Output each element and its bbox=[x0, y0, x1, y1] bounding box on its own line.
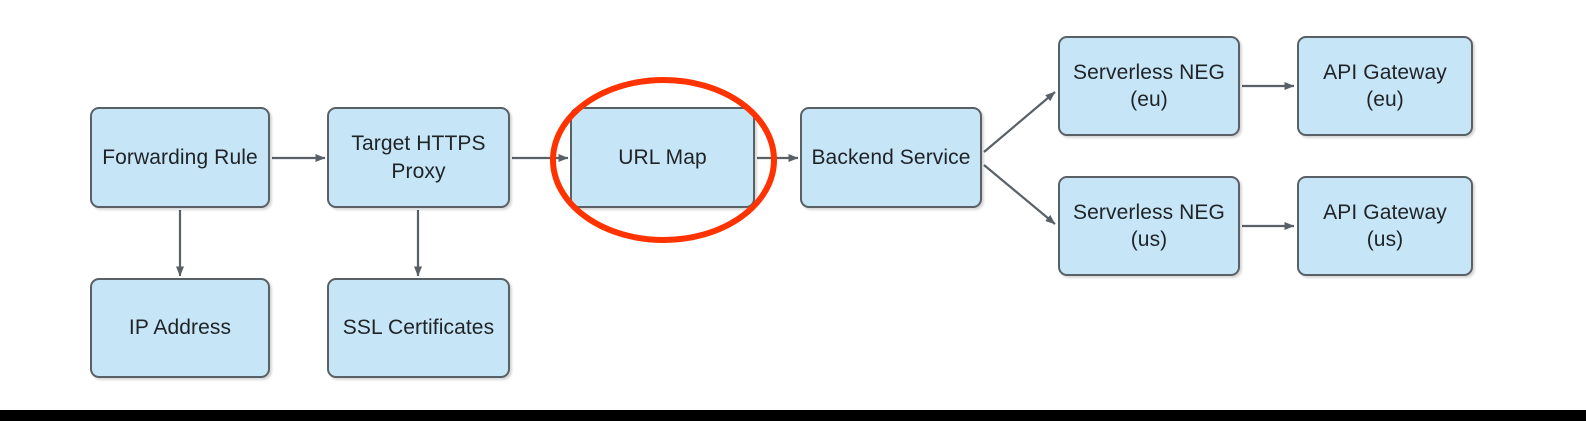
node-serverless-neg-eu[interactable]: Serverless NEG (eu) bbox=[1058, 36, 1240, 136]
node-ssl-certificates[interactable]: SSL Certificates bbox=[327, 278, 510, 378]
edge-backend-service-to-serverless-neg-eu bbox=[983, 91, 1056, 153]
node-serverless-neg-us[interactable]: Serverless NEG (us) bbox=[1058, 176, 1240, 276]
node-api-gateway-eu[interactable]: API Gateway (eu) bbox=[1297, 36, 1473, 136]
node-url-map[interactable]: URL Map bbox=[570, 107, 755, 208]
edge-backend-service-to-serverless-neg-us bbox=[983, 164, 1056, 225]
node-api-gateway-us[interactable]: API Gateway (us) bbox=[1297, 176, 1473, 276]
node-backend-service[interactable]: Backend Service bbox=[800, 107, 982, 208]
bottom-black-bar bbox=[0, 410, 1586, 421]
node-forwarding-rule[interactable]: Forwarding Rule bbox=[90, 107, 270, 208]
node-target-https-proxy[interactable]: Target HTTPS Proxy bbox=[327, 107, 510, 208]
node-ip-address[interactable]: IP Address bbox=[90, 278, 270, 378]
